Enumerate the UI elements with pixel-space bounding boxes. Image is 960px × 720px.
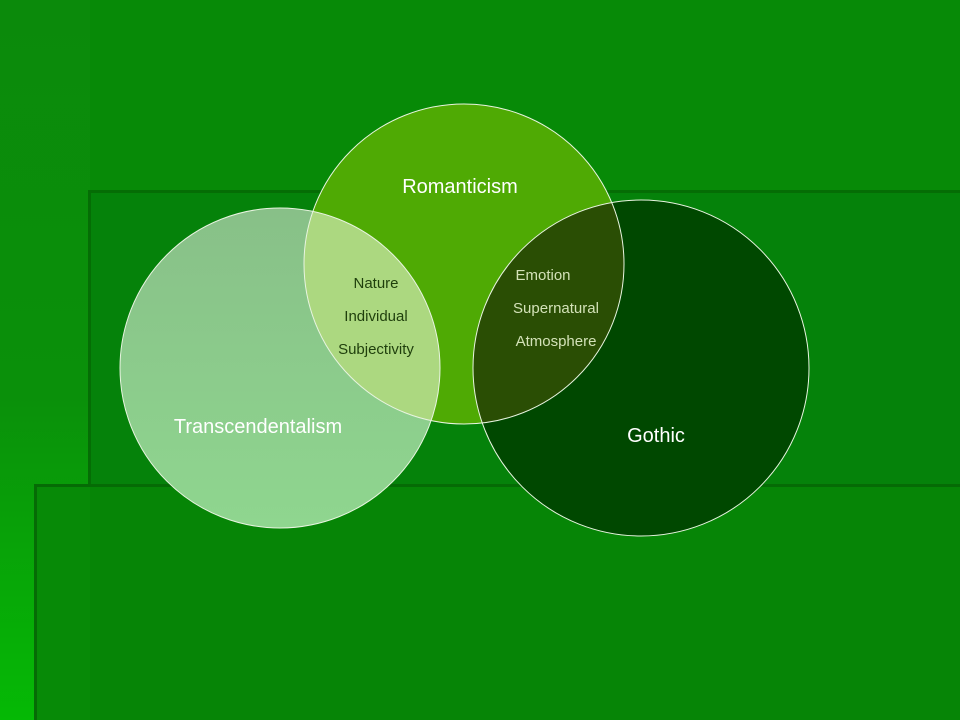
- overlap-right-labels: Emotion Supernatural Atmosphere: [486, 259, 626, 358]
- transcendentalism-label: Transcendentalism: [173, 416, 343, 438]
- overlap-item-individual: Individual: [344, 308, 408, 325]
- gothic-outline: [472, 199, 810, 537]
- transcendentalism-outline: [119, 207, 441, 529]
- overlap-romanticism-transcendentalism: [304, 208, 440, 424]
- overlap-item-atmosphere: Atmosphere: [515, 333, 597, 350]
- overlap-item-nature: Nature: [353, 275, 399, 292]
- romanticism-label: Romanticism: [402, 176, 518, 198]
- overlap-item-emotion: Emotion: [515, 267, 571, 284]
- overlap-item-supernatural: Supernatural: [513, 300, 599, 317]
- romanticism-outline: [303, 103, 625, 425]
- background-panel-lower-inner: [90, 487, 960, 720]
- gothic-label: Gothic: [627, 425, 685, 447]
- overlap-left-labels: Nature Individual Subjectivity: [314, 267, 438, 366]
- overlap-item-subjectivity: Subjectivity: [338, 341, 414, 358]
- overlap-romanticism-gothic: [473, 200, 624, 424]
